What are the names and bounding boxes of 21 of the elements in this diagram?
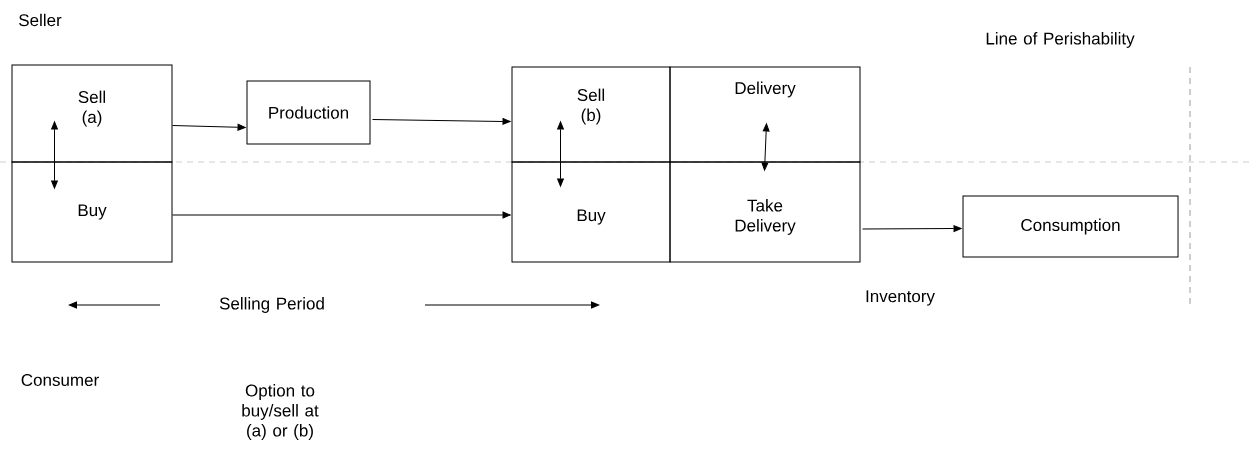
label: Option to buy/sell at (a) or (b) [242, 384, 319, 440]
box: Buy [11, 161, 173, 263]
label: Selling Period [219, 297, 324, 313]
arrow [172, 211, 511, 219]
box: Consumption [962, 195, 1179, 258]
arrow [862, 225, 962, 232]
box: Sell (a) [11, 64, 173, 163]
label: Inventory [866, 290, 935, 306]
label: Consumer [21, 374, 99, 387]
box: Buy [511, 161, 671, 263]
arrow [761, 123, 770, 171]
arrow [51, 121, 58, 189]
arrow [372, 118, 511, 125]
label: Seller [19, 13, 62, 27]
box: Production [246, 80, 371, 145]
label: Line of Perishability [986, 32, 1135, 48]
arrow [557, 121, 564, 187]
box: Take Delivery [669, 161, 861, 263]
box: Sell (b) [511, 66, 671, 163]
box: Delivery [669, 66, 861, 163]
arrow [172, 123, 246, 131]
